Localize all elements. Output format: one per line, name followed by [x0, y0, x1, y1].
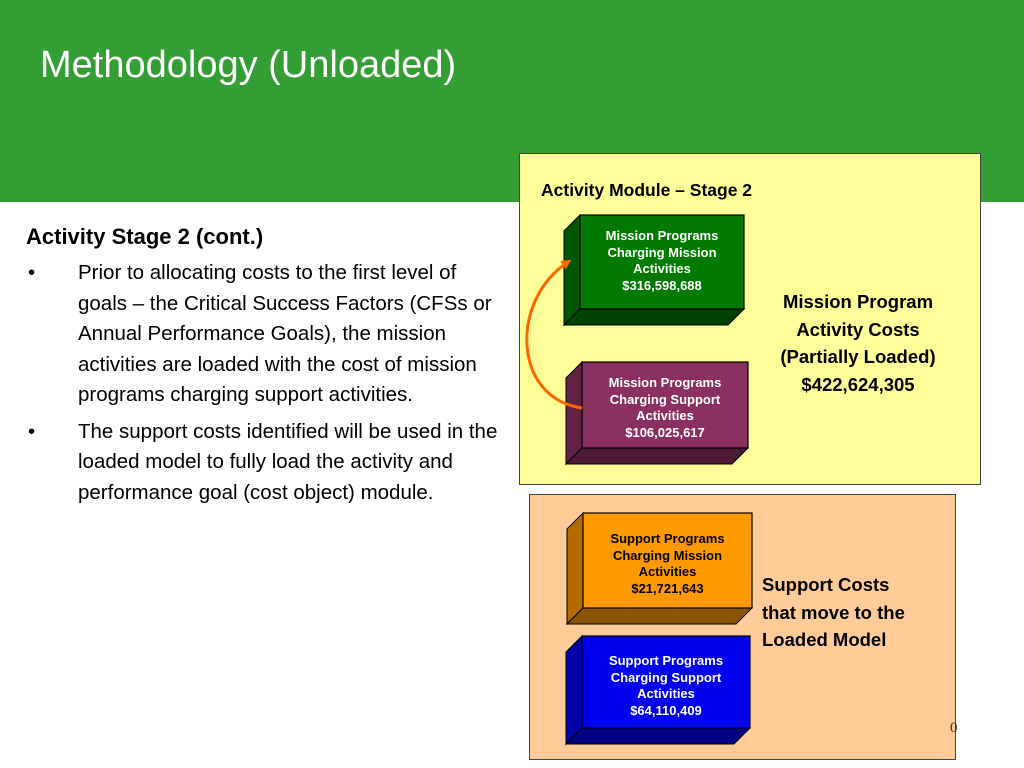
box-label-mission-support: Mission Programs Charging Support Activi… — [608, 375, 722, 440]
box-front-face — [581, 361, 749, 449]
support-support-box — [564, 634, 752, 746]
box-label-support-mission: Support Programs Charging Mission Activi… — [610, 531, 725, 596]
slide-header: Methodology (Unloaded) — [0, 0, 1024, 202]
load-flow-arrow — [525, 259, 583, 410]
bullet-item: • The support costs identified will be u… — [26, 417, 504, 509]
support-summary-label: Support Costs that move to the Loaded Mo… — [762, 574, 905, 650]
box-side-face — [563, 213, 581, 327]
box-side-face — [565, 634, 583, 746]
support-mission-box — [565, 511, 754, 626]
box-bottom-face — [564, 727, 752, 745]
bullet-text: Prior to allocating costs to the first l… — [78, 261, 492, 406]
box-label-mission-mission: Mission Programs Charging Mission Activi… — [605, 228, 719, 293]
bullet-list: • Prior to allocating costs to the first… — [26, 258, 504, 508]
box-side-face — [565, 360, 583, 466]
page-number: 0 — [950, 720, 958, 736]
bullet-marker: • — [28, 261, 36, 284]
slide-title: Methodology (Unloaded) — [40, 44, 457, 86]
mission-support-box — [564, 360, 750, 466]
box-side-face — [566, 511, 584, 626]
box-bottom-face — [565, 607, 754, 625]
box-label-support-support: Support Programs Charging Support Activi… — [608, 653, 724, 718]
box-bottom-face — [564, 447, 750, 465]
mission-mission-box — [562, 213, 746, 327]
subheading: Activity Stage 2 (cont.) — [26, 224, 264, 249]
panel-title: Activity Module – Stage 2 — [541, 180, 753, 200]
bullet-marker: • — [28, 419, 36, 443]
bullet-item: • Prior to allocating costs to the first… — [26, 258, 504, 411]
box-front-face — [579, 214, 745, 310]
box-front-face — [582, 512, 753, 609]
box-front-face — [581, 635, 751, 729]
bullet-text: The support costs identified will be use… — [78, 419, 498, 504]
slide-body: Activity Stage 2 (cont.) • Prior to allo… — [26, 224, 504, 514]
mission-summary-label: Mission Program Activity Costs (Partiall… — [780, 291, 936, 395]
box-bottom-face — [562, 308, 746, 326]
